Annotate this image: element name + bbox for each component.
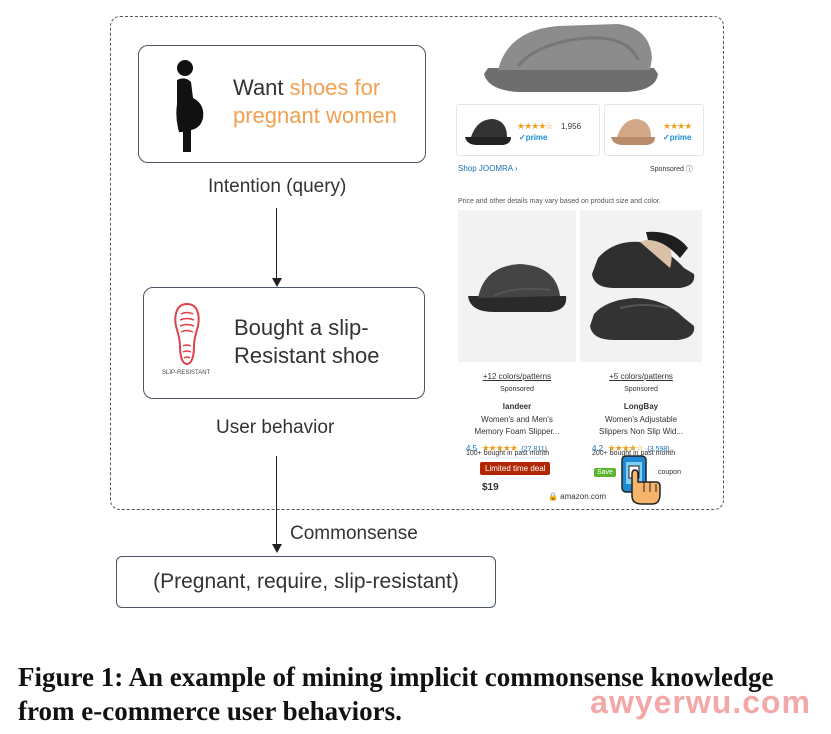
product-1-sponsored: Sponsored [500,386,534,393]
product-2-title-line2[interactable]: Slippers Non Slip Wid... [598,427,684,436]
product-2-brand: LongBay [623,402,659,411]
scenario-frame [110,16,724,510]
product-2-reviews[interactable]: (3,598) [647,446,670,453]
arrow-behavior-to-triple [276,456,277,544]
product-1-brand: landeer [502,402,532,411]
behavior-text-line1: Bought a slip- [234,315,369,340]
sponsored-label-top: Sponsored ⓘ [650,166,693,173]
product-1-reviews[interactable]: (27,811) [521,446,547,453]
product-2-title-line1[interactable]: Women's Adjustable [604,415,678,424]
shop-joomra-link[interactable]: Shop JOOMRA › [458,164,518,173]
watermark: awyerwu.com [590,684,811,720]
product-1-title-line2[interactable]: Memory Foam Slipper... [474,427,560,436]
top-product-1-prime: ✓prime [519,133,548,142]
arrow-intention-to-behavior [276,208,277,278]
top-product-2-prime: ✓prime [663,133,692,142]
product-2-coupon: coupon [658,469,681,476]
product-1-deal-badge: Limited time deal [480,462,551,475]
behavior-box: SLIP-RESISTANT Bought a slip- Resistant … [143,287,425,399]
price-note: Price and other details may vary based o… [458,198,661,205]
slide-shoe-hero-image [484,24,658,92]
slip-resistant-icon-label: SLIP-RESISTANT [162,370,211,376]
product-1-image-area [458,210,576,362]
commonsense-triple-box: (Pregnant, require, slip-resistant) [116,556,496,608]
commonsense-label: Commonsense [290,523,418,544]
top-product-card-2[interactable]: ★★★★ ✓prime [604,104,704,156]
product-2-bought: 200+ bought in past month [592,450,676,457]
browser-url: 🔒 amazon.com [548,492,606,501]
product-1-rating: 4.5 [466,444,478,453]
top-product-card-1[interactable]: ★★★★☆ 1,956 ✓prime [456,104,600,156]
arrow-head-1 [272,278,282,287]
product-2-image-area [580,210,702,362]
top-product-1-rating-count: 1,956 [561,122,582,131]
product-1-colors-link[interactable]: +12 colors/patterns [482,372,552,381]
figure-caption: Figure 1: An example of mining implicit … [18,662,774,726]
shop-screenshot: ★★★★☆ 1,956 ✓prime ★★★★ ✓prime Shop JOOM… [452,20,708,506]
product-2-sponsored: Sponsored [624,386,658,393]
intention-text-plain: Want [233,75,290,100]
commonsense-triple: (Pregnant, require, slip-resistant) [153,570,459,593]
product-1-stars: ★★★★★ [481,443,518,453]
product-1-price: $19 [482,482,499,493]
product-card-landeer[interactable]: +12 colors/patterns Sponsored landeer Wo… [458,210,576,506]
product-1-bought: 100+ bought in past month [466,450,550,457]
product-2-stars: ★★★★☆ [607,443,644,453]
intention-label: Intention (query) [208,176,347,197]
top-product-2-stars: ★★★★ [663,121,692,131]
phone-tap-icon [621,455,661,505]
intention-text-accent-2: pregnant women [233,103,397,128]
behavior-label: User behavior [216,417,335,438]
pregnant-woman-icon [176,60,204,152]
beige-slide-thumbnail [611,119,655,145]
intention-text-accent-1: shoes for [289,75,381,100]
behavior-text-line2: Resistant shoe [234,343,380,368]
product-2-save-badge: Save [594,468,616,477]
black-slide-thumbnail [465,119,511,145]
product-1-title-line1[interactable]: Women's and Men's [481,415,553,424]
product-2-colors-link[interactable]: +5 colors/patterns [609,372,673,381]
slip-resistant-sole-icon [174,302,200,366]
black-adjustable-slipper-image [590,231,695,340]
arrow-head-2 [272,544,282,553]
top-product-1-stars: ★★★★☆ [517,121,553,131]
product-2-rating: 4.2 [592,444,604,453]
intention-box: Want shoes for pregnant women [138,45,426,163]
gray-slipper-image [468,264,567,312]
